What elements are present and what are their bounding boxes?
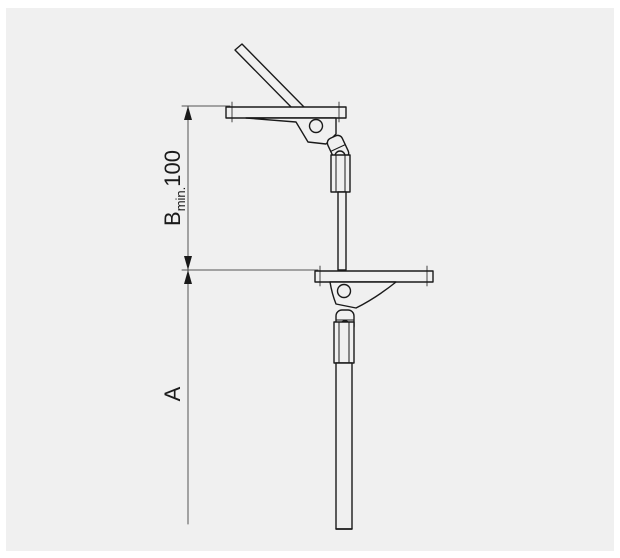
upper-clamp-plate [225,106,347,119]
upper-clevis [330,154,351,193]
dimension-b-label: Bmin.100 [160,150,188,226]
dimension-a-label: A [160,386,185,401]
arrow-a-top [184,270,192,284]
dimension-b-value: 100 [160,150,185,187]
arrow-b-top [184,106,192,120]
connecting-rod [337,191,347,271]
lower-pivot-pin [336,283,352,299]
lower-clamp-plate [314,270,434,283]
dimension-arrows [184,106,192,284]
dimension-b-subscript: min. [173,187,188,212]
arrow-b-bottom [184,256,192,270]
mechanism-drawing: Bmin.100 A [160,43,434,530]
upper-assembly [225,43,351,271]
dimension-lines [181,105,319,525]
dimension-b-symbol: B [160,211,185,226]
drawing-frame: Bmin.100 A [6,8,614,551]
lower-clevis [333,321,355,364]
lower-assembly [314,265,434,530]
upper-pivot-pin [308,118,324,134]
upper-bracket-arm [245,117,337,145]
handle-lever [234,43,305,113]
lower-shaft [335,362,353,530]
